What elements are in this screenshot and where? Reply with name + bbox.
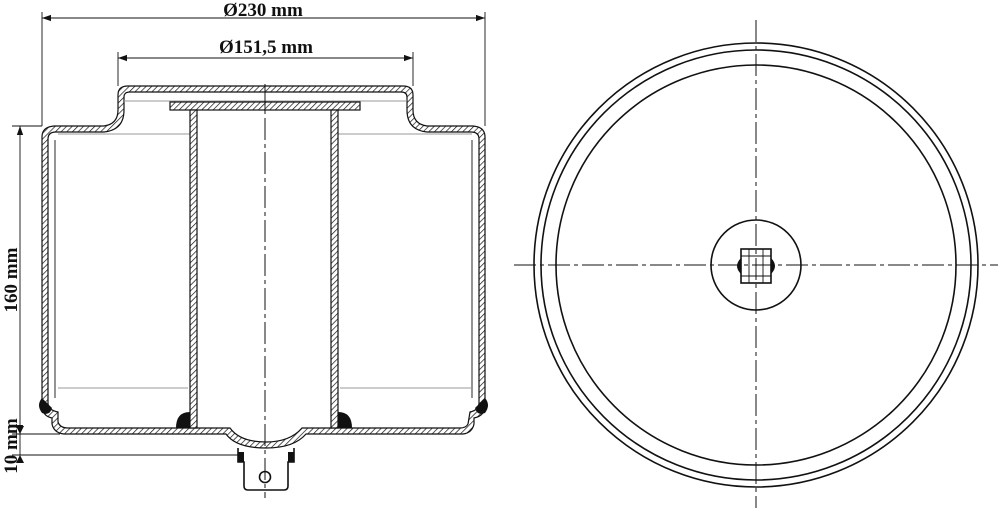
- dimension-inner-diameter: Ø151,5 mm: [219, 37, 313, 58]
- plan-hub-detail: [737, 248, 775, 284]
- bottom-mount-bracket: [237, 448, 295, 491]
- inner-tube-left-wall: [189, 109, 198, 429]
- dimension-outer-diameter: Ø230 mm: [223, 0, 303, 21]
- seal-ring-left: [39, 398, 52, 414]
- inner-tube-right-wall: [330, 109, 339, 429]
- top-plan-view: [514, 20, 998, 508]
- outer-shell-wall: [41, 85, 486, 449]
- dimension-bottom-offset: 10 mm: [1, 418, 22, 474]
- seal-ring-right: [475, 398, 488, 414]
- inner-liner-line: [54, 140, 473, 398]
- weld-bead-left: [176, 412, 190, 428]
- weld-bead-right: [338, 412, 352, 428]
- dimension-height: 160 mm: [1, 247, 22, 312]
- side-section-view: Ø230 mm Ø151,5 mm 160 mm 10 mm: [1, 0, 488, 498]
